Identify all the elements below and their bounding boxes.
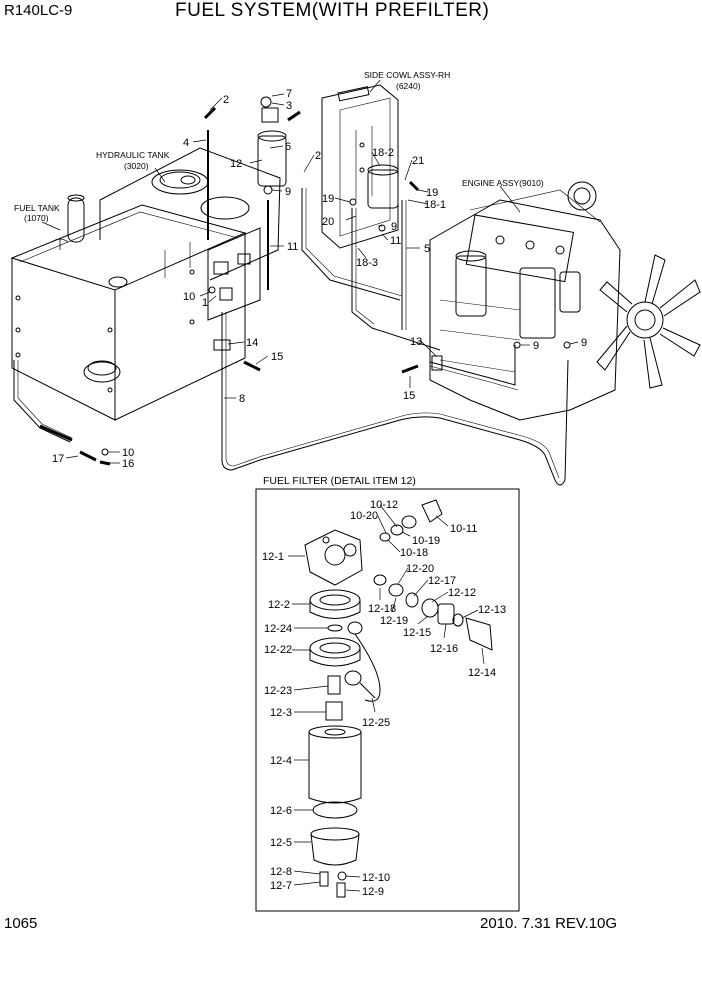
callout-9c: 9 (533, 340, 539, 352)
detail-callout-12-14: 12-14 (468, 667, 496, 679)
leader-lines (41, 79, 579, 464)
detail-callout-10-18: 10-18 (400, 547, 428, 559)
detail-callout-10-11: 10-11 (450, 523, 477, 535)
callout-10b: 10 (122, 447, 134, 459)
detail-callout-10-20: 10-20 (350, 510, 378, 522)
detail-callout-12-13: 12-13 (478, 604, 506, 616)
detail-callout-12-6: 12-6 (270, 805, 292, 817)
detail-callout-12-12: 12-12 (448, 587, 476, 599)
hydraulic-tank-caption: HYDRAULIC TANK (96, 150, 170, 160)
detail-callout-12-7: 12-7 (270, 880, 292, 892)
revision-date: 2010. 7.31 REV.10G (480, 915, 618, 932)
detail-callout-12-9: 12-9 (362, 886, 384, 898)
detail-callout-12-15: 12-15 (403, 627, 431, 639)
detail-callout-12-25: 12-25 (362, 717, 390, 729)
detail-callout-10-19: 10-19 (412, 535, 440, 547)
fittings (79, 96, 571, 466)
side-cowl-drawing (321, 84, 399, 249)
engine-caption: ENGINE ASSY(9010) (462, 178, 544, 188)
fuel-filter-detail-parts (304, 499, 493, 898)
detail-callout-12-4: 12-4 (270, 755, 292, 767)
callout-8: 8 (239, 393, 245, 405)
callout-20: 20 (322, 216, 334, 228)
callout-19a: 19 (322, 193, 334, 205)
fuel-lines (13, 130, 569, 486)
model-number: R140LC-9 (4, 2, 73, 19)
callout-6: 6 (285, 141, 291, 153)
detail-callout-12-5: 12-5 (270, 837, 292, 849)
detail-callout-12-22: 12-22 (264, 644, 292, 656)
callout-17: 17 (52, 453, 64, 465)
callout-7: 7 (286, 88, 292, 100)
detail-callout-12-20: 12-20 (406, 563, 434, 575)
callout-9b: 9 (391, 221, 397, 233)
callout-1: 1 (202, 297, 208, 309)
callout-2b: 2 (315, 150, 321, 162)
detail-frame (255, 488, 520, 912)
detail-callout-12-2: 12-2 (268, 599, 290, 611)
detail-callout-12-23: 12-23 (264, 685, 292, 697)
callout-11b: 11 (390, 235, 401, 247)
callout-11a: 11 (287, 241, 298, 253)
detail-callout-12-3: 12-3 (270, 707, 292, 719)
callout-3: 3 (286, 100, 292, 112)
detail-callout-12-19: 12-19 (380, 615, 408, 627)
detail-callout-12-10: 12-10 (362, 872, 390, 884)
detail-callout-10-12: 10-12 (370, 499, 398, 511)
detail-callout-12-8: 12-8 (270, 866, 292, 878)
engine-drawing (429, 181, 701, 421)
callout-9a: 9 (285, 186, 291, 198)
callout-10a: 10 (183, 291, 195, 303)
detail-callout-12-18: 12-18 (368, 603, 396, 615)
detail-caption: FUEL FILTER (DETAIL ITEM 12) (263, 475, 416, 487)
detail-callout-12-24: 12-24 (264, 623, 292, 635)
detail-callout-12-17: 12-17 (428, 575, 456, 587)
fuel-tank-number: (1070) (24, 213, 49, 223)
callout-16: 16 (122, 458, 134, 470)
callout-13: 13 (410, 336, 422, 348)
page-number: 1065 (4, 915, 38, 932)
callout-15b: 15 (403, 390, 415, 402)
callout-18-1: 18-1 (424, 199, 446, 211)
callout-5: 5 (424, 243, 430, 255)
detail-callout-12-1: 12-1 (262, 551, 284, 563)
callout-9d: 9 (581, 337, 587, 349)
fuel-tank-drawing (10, 194, 247, 421)
callout-19b: 19 (426, 187, 438, 199)
callout-14: 14 (246, 337, 258, 349)
callout-18-2: 18-2 (372, 147, 394, 159)
fuel-tank-caption: FUEL TANK (14, 203, 60, 213)
callout-21: 21 (412, 155, 424, 167)
callout-2: 2 (223, 94, 229, 106)
page-title: FUEL SYSTEM(WITH PREFILTER) (175, 0, 490, 21)
callout-12: 12 (230, 158, 242, 170)
callout-18-3: 18-3 (356, 257, 378, 269)
side-cowl-number: (6240) (396, 81, 421, 91)
callout-4: 4 (183, 137, 189, 149)
callout-15a: 15 (271, 351, 283, 363)
detail-leader-lines (288, 504, 485, 892)
detail-callout-12-16: 12-16 (430, 643, 458, 655)
hydraulic-tank-number: (3020) (124, 161, 149, 171)
side-cowl-caption: SIDE COWL ASSY-RH (364, 70, 450, 80)
